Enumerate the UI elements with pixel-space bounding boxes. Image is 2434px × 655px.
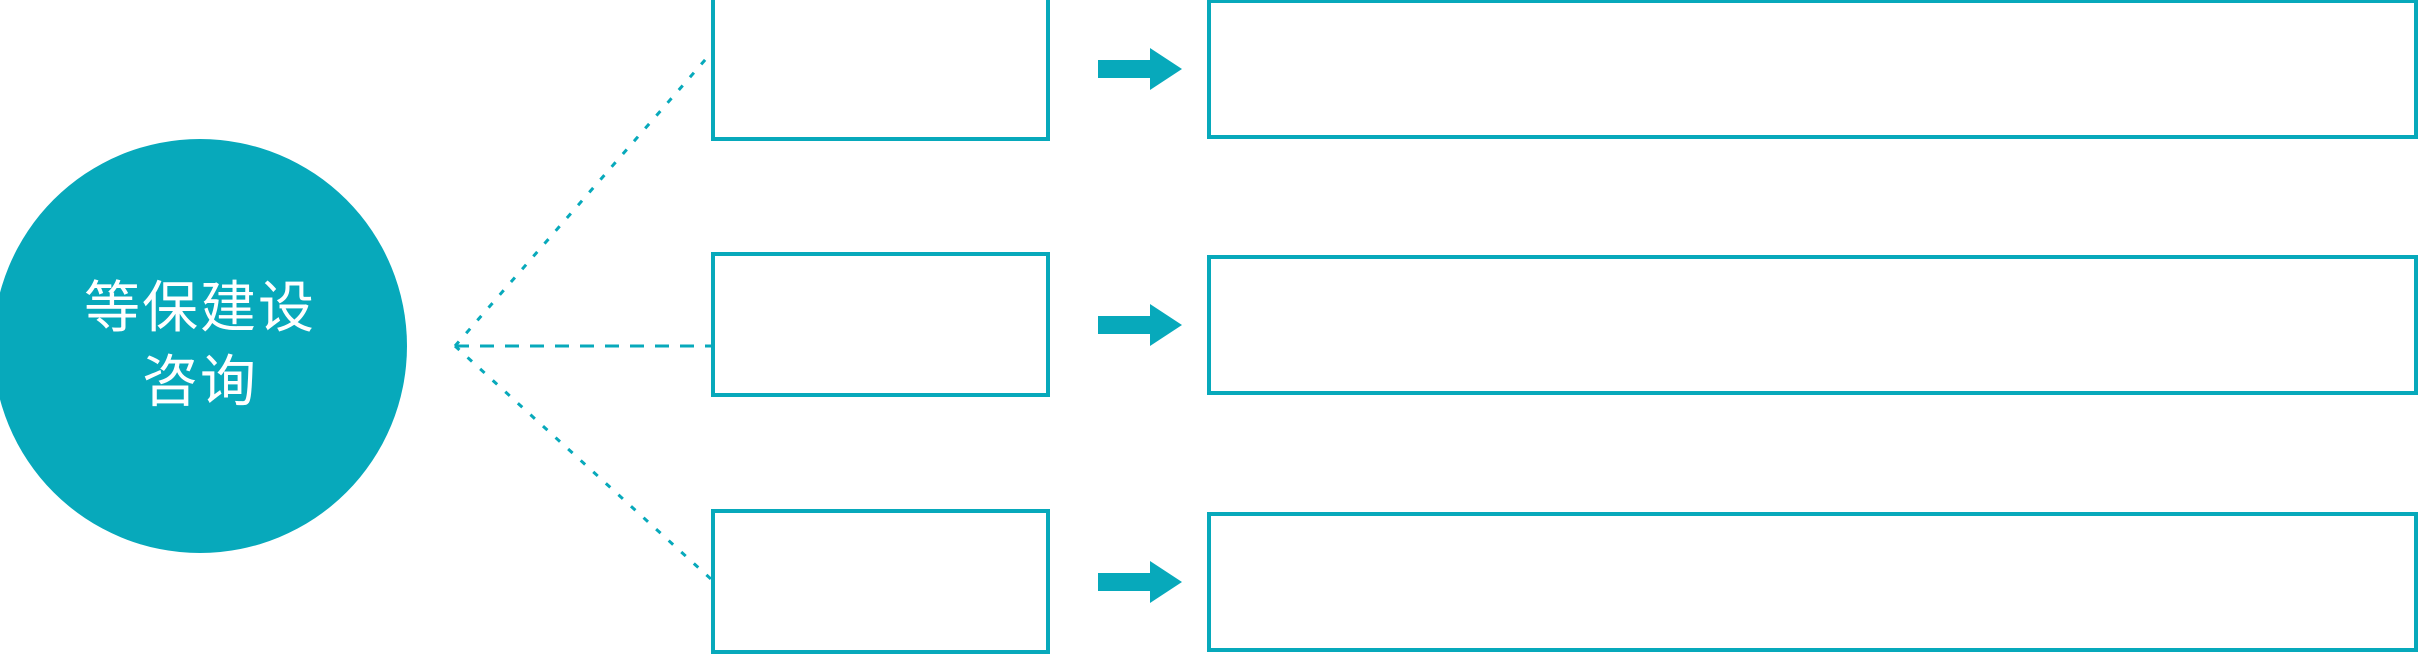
service-detail-box-2[interactable] (1207, 255, 2418, 395)
service-category-box-3[interactable] (711, 509, 1050, 654)
diagram-row (0, 509, 2434, 655)
hub-circle[interactable]: 等保建设 咨询 (0, 139, 407, 553)
arrow-right-icon (1098, 304, 1182, 346)
diagram-row (0, 252, 2434, 398)
service-category-box-1[interactable] (711, 0, 1050, 141)
service-category-box-2[interactable] (711, 252, 1050, 397)
arrow-right-icon (1098, 561, 1182, 603)
service-detail-box-1[interactable] (1207, 0, 2418, 139)
hub-title-line-1: 等保建设 (84, 276, 316, 342)
arrow-right-icon (1098, 48, 1182, 90)
diagram-row (0, 0, 2434, 142)
hub-title-line-2: 咨询 (142, 350, 258, 415)
service-detail-box-3[interactable] (1207, 512, 2418, 652)
